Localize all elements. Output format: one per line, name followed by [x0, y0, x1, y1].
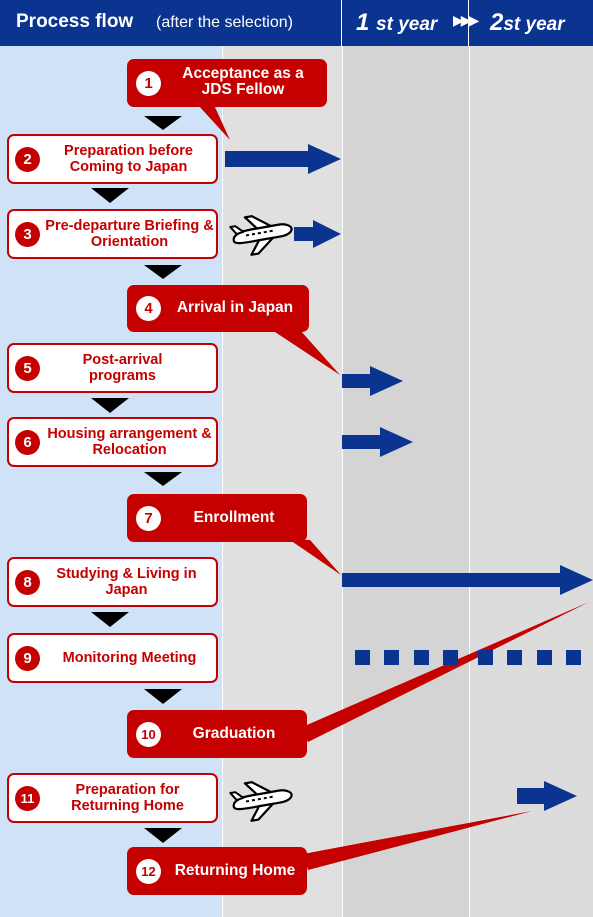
- airplane-icon: [228, 208, 296, 259]
- header-second-year: 2st year: [490, 9, 565, 36]
- header-bar: Process flow (after the selection) 1 st …: [0, 0, 593, 46]
- monitoring-dots: [355, 650, 581, 665]
- step-number: 5: [15, 355, 40, 381]
- step-2-preparation: 2 Preparation before Coming to Japan: [7, 134, 218, 184]
- step-number: 4: [136, 296, 161, 321]
- step-label: Housing arrangement & Relocation: [47, 426, 212, 458]
- step-label: Arrival in Japan: [176, 299, 294, 316]
- timeline-arrow: [225, 144, 593, 811]
- step-12-returning-home: 12 Returning Home: [127, 847, 307, 895]
- step-label: Preparation for Returning Home: [71, 782, 184, 814]
- step-label: Returning Home: [174, 862, 296, 879]
- callout-pointer: [198, 105, 589, 870]
- header-subtitle: (after the selection): [156, 14, 293, 31]
- step-label: Pre-departure Briefing & Orientation: [45, 218, 214, 250]
- step-number: 10: [136, 721, 161, 747]
- header-divider: [341, 0, 342, 46]
- airplane-icon: [228, 774, 296, 825]
- header-first-year: 1 st year: [356, 9, 438, 36]
- down-triangle: [91, 116, 182, 843]
- step-6-housing: 6 Housing arrangement & Relocation: [7, 417, 218, 467]
- step-label: Graduation: [192, 725, 276, 742]
- step-3-pre-departure: 3 Pre-departure Briefing & Orientation: [7, 209, 218, 259]
- step-7-enrollment: 7 Enrollment: [127, 494, 307, 542]
- step-1-acceptance: 1 Acceptance as a JDS Fellow: [127, 59, 327, 107]
- header-title: Process flow: [16, 11, 134, 32]
- step-4-arrival: 4 Arrival in Japan: [127, 285, 309, 332]
- step-number: 7: [136, 505, 161, 531]
- step-number: 8: [15, 569, 40, 595]
- step-number: 3: [15, 221, 40, 247]
- step-number: 6: [15, 429, 40, 455]
- step-number: 9: [15, 645, 40, 671]
- step-label: Post-arrival programs: [82, 352, 163, 384]
- step-number: 11: [15, 785, 40, 811]
- step-5-post-arrival: 5 Post-arrival programs: [7, 343, 218, 393]
- header-divider: [468, 0, 469, 46]
- step-number: 1: [136, 70, 161, 96]
- step-label: Enrollment: [193, 509, 275, 526]
- step-label: Acceptance as a JDS Fellow: [182, 65, 304, 98]
- step-9-monitoring: 9 Monitoring Meeting: [7, 633, 218, 683]
- step-number: 12: [136, 858, 161, 884]
- step-label: Studying & Living in Japan: [56, 566, 197, 598]
- step-label: Monitoring Meeting: [62, 650, 197, 666]
- step-label: Preparation before Coming to Japan: [64, 143, 193, 175]
- step-10-graduation: 10 Graduation: [127, 710, 307, 758]
- second-year-column: [469, 0, 593, 917]
- first-year-column: [342, 0, 469, 917]
- header-arrows: ▶▶▶: [453, 12, 479, 28]
- step-11-preparation-return: 11 Preparation for Returning Home: [7, 773, 218, 823]
- step-8-studying: 8 Studying & Living in Japan: [7, 557, 218, 607]
- step-number: 2: [15, 146, 40, 172]
